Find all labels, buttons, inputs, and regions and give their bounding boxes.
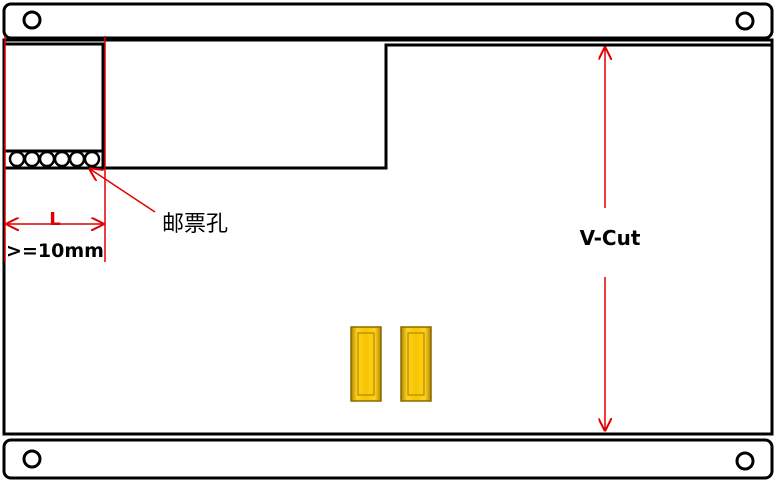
gold-pad-icon (350, 326, 382, 402)
stamp-hole-leader (90, 169, 156, 213)
mounting-hole-icon (22, 449, 42, 469)
dimension-letter: L (49, 209, 60, 230)
stamp-hole-icon (68, 150, 86, 168)
stamp-hole-icon (23, 150, 41, 168)
mounting-hole-icon (22, 10, 42, 30)
main-board (2, 38, 774, 436)
v-cut-label: V-Cut (580, 226, 641, 250)
mounting-hole-icon (735, 451, 755, 471)
top-rail (2, 2, 774, 40)
stamp-hole-icon (8, 150, 26, 168)
stamp-hole-icon (53, 150, 71, 168)
min-distance-label: >=10mm (6, 240, 104, 262)
bottom-rail (2, 438, 774, 480)
stamp-hole-icon (38, 150, 56, 168)
board-outline-step (103, 43, 772, 170)
stamp-hole-label: 邮票孔 (162, 212, 228, 237)
stamp-holes (8, 150, 101, 168)
mounting-hole-icon (735, 11, 755, 31)
stamp-hole-icon (83, 150, 101, 168)
gold-pad-icon (400, 326, 432, 402)
breakaway-tab (2, 42, 105, 170)
